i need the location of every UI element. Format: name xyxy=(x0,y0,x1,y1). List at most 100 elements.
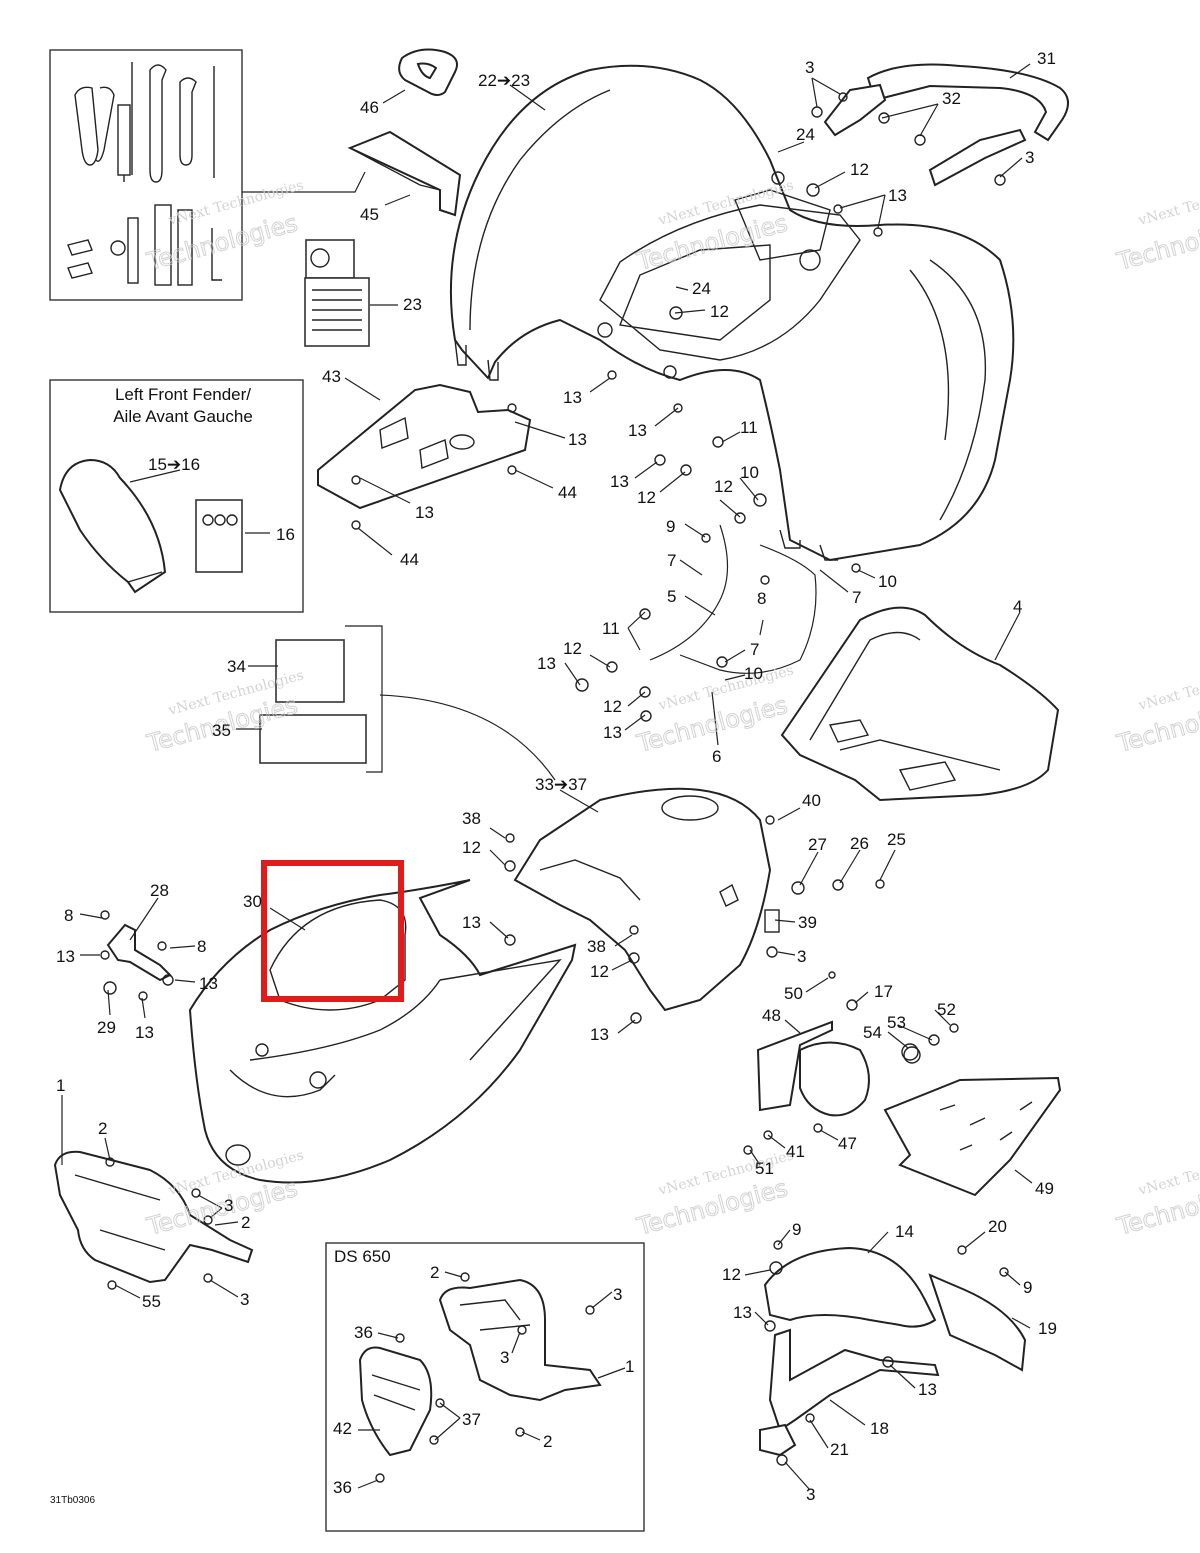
callout: 2 xyxy=(98,1119,107,1138)
callout: 2 xyxy=(430,1263,439,1282)
front-cover-30 xyxy=(188,879,577,1184)
callout: 40 xyxy=(802,791,821,810)
callout: 3 xyxy=(613,1285,622,1304)
callout: 9 xyxy=(792,1220,801,1239)
callout: 13 xyxy=(563,388,582,407)
callout: 2 xyxy=(543,1432,552,1451)
callout: 24 xyxy=(796,125,815,144)
callout: 23 xyxy=(403,295,422,314)
callout: 13 xyxy=(733,1303,752,1322)
decal-23-small xyxy=(305,239,355,279)
callout: 28 xyxy=(150,881,169,900)
callout: 3 xyxy=(240,1290,249,1309)
callout: 3 xyxy=(805,58,814,77)
callout: 12 xyxy=(590,962,609,981)
callout: 13 xyxy=(590,1025,609,1044)
callout: 13 xyxy=(462,913,481,932)
callout: 11 xyxy=(740,418,758,437)
callout: 46 xyxy=(360,98,379,117)
tool-bag-45 xyxy=(347,130,462,217)
callout: 13 xyxy=(610,472,629,491)
decal-16 xyxy=(195,499,243,573)
callout: 7 xyxy=(750,640,759,659)
callout: 42 xyxy=(333,1419,352,1438)
callout: 22➔23 xyxy=(478,71,530,90)
callout: 3 xyxy=(500,1348,509,1367)
callout: 9 xyxy=(1023,1278,1032,1297)
callout: 12 xyxy=(637,488,656,507)
callout: 12 xyxy=(722,1265,741,1284)
callout: 53 xyxy=(887,1013,906,1032)
decal-35 xyxy=(259,714,367,764)
callout: 52 xyxy=(937,1000,956,1019)
callout: 16 xyxy=(276,525,295,544)
callout: 1 xyxy=(56,1076,65,1095)
guard-42 xyxy=(358,1346,433,1457)
callout: 14 xyxy=(895,1222,914,1241)
callout: 33➔37 xyxy=(535,775,587,794)
callout: 50 xyxy=(784,984,803,1003)
callout: 3 xyxy=(1025,148,1034,167)
callout: 8 xyxy=(757,589,766,608)
left-front-fender-15 xyxy=(58,458,167,594)
callout: 36 xyxy=(333,1478,352,1497)
callout: 44 xyxy=(400,550,419,569)
callout: 10 xyxy=(878,572,897,591)
callout: 13 xyxy=(628,421,647,440)
callout: 5 xyxy=(667,587,676,606)
callout: 15➔16 xyxy=(148,455,200,474)
callout: 7 xyxy=(852,588,861,607)
decal-34 xyxy=(275,639,345,703)
callout: 12 xyxy=(714,477,733,496)
callout: 47 xyxy=(838,1134,857,1153)
callout: 12 xyxy=(563,639,582,658)
inset-title-line2: Aile Avant Gauche xyxy=(113,407,253,426)
callout: 13 xyxy=(135,1023,154,1042)
callout: 3 xyxy=(806,1485,815,1504)
callout: 8 xyxy=(64,906,73,925)
grab-bar-31 xyxy=(866,63,1069,142)
hardware xyxy=(100,92,1009,1483)
callout: 49 xyxy=(1035,1179,1054,1198)
callout: 36 xyxy=(354,1323,373,1342)
callout: 3 xyxy=(797,947,806,966)
callout: 10 xyxy=(744,664,763,683)
tool-kit-inset xyxy=(49,49,243,301)
callout: 30 xyxy=(243,892,262,911)
bumper-ds650-1 xyxy=(438,1278,602,1402)
bracket-28 xyxy=(106,923,172,982)
callout: 51 xyxy=(755,1159,774,1178)
callout: 7 xyxy=(667,551,676,570)
callout: 44 xyxy=(558,483,577,502)
callouts: 46 22➔23 45 23 3 31 32 24 12 13 3 24 12 … xyxy=(56,49,1057,1504)
callout: 24 xyxy=(692,279,711,298)
callout: 13 xyxy=(918,1380,937,1399)
callout: 38 xyxy=(587,937,606,956)
callout: 55 xyxy=(142,1292,161,1311)
callout: 8 xyxy=(197,937,206,956)
callout: 27 xyxy=(808,835,827,854)
callout: 35 xyxy=(212,721,231,740)
callout: 17 xyxy=(874,982,893,1001)
callout: 48 xyxy=(762,1006,781,1025)
svg-text:vNext Technologies: vNext Technologies xyxy=(1136,177,1200,229)
callout: 13 xyxy=(888,186,907,205)
callout: 13 xyxy=(56,947,75,966)
mudflap-19 xyxy=(928,1273,1027,1372)
callout: 37 xyxy=(462,1410,481,1429)
heat-shield-43 xyxy=(317,383,532,510)
callout: 1 xyxy=(625,1357,634,1376)
front-fender-14 xyxy=(763,1246,937,1328)
callout: 19 xyxy=(1038,1319,1057,1338)
callout: 12 xyxy=(462,838,481,857)
tank-cover-33-37 xyxy=(513,787,772,1012)
callout: 39 xyxy=(798,913,817,932)
callout: 2 xyxy=(241,1213,250,1232)
callout: 10 xyxy=(740,463,759,482)
callout: 13 xyxy=(537,654,556,673)
callout: 13 xyxy=(603,723,622,742)
bracket-18 xyxy=(768,1328,940,1432)
cable-5 xyxy=(649,524,729,661)
rear-fender-22-23 xyxy=(449,64,1015,562)
